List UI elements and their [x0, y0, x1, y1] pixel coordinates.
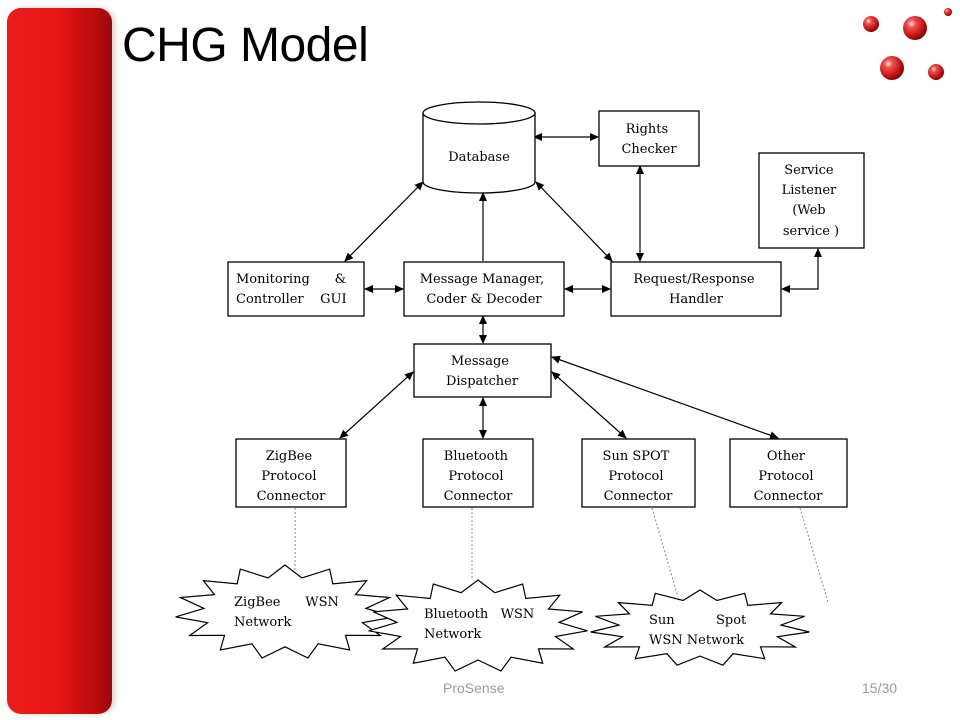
- footer-label: ProSense: [443, 680, 505, 696]
- rights-checker-label-1: Rights: [626, 122, 669, 137]
- message-manager-label-1: Message Manager,: [420, 272, 544, 287]
- red-sidebar-bar: [7, 8, 112, 714]
- other-connector-label-1: Other: [767, 449, 806, 464]
- other-connector-label-2: Protocol: [758, 469, 813, 484]
- message-manager-label-2: Coder & Decoder: [426, 292, 542, 307]
- svg-text:Message Dispatcher: Message Dispatcher: [446, 354, 519, 389]
- zigbee-network-label-2: Network: [234, 615, 291, 630]
- bluetooth-connector-label-2: Protocol: [448, 469, 503, 484]
- message-manager-node: Message Manager, Coder & Decoder: [403, 261, 565, 317]
- service-listener-node: Service Listener (Web service ): [758, 152, 865, 249]
- database-label: Database: [448, 150, 510, 165]
- database-node: Database: [422, 101, 536, 194]
- svg-text:Monitoring & Contro: Monitoring & Controller GUI: [0, 0, 375, 307]
- svg-text:Sun SPOT Protocol: Sun SPOT Protocol Connector: [603, 449, 674, 504]
- service-listener-label-1: Service: [784, 163, 834, 178]
- zigbee-connector-node: ZigBee Protocol Connector: [235, 438, 347, 508]
- sunspot-network-label-2: WSN Network: [649, 633, 744, 648]
- zigbee-network-node: ZigBee WSN Network: [0, 0, 395, 659]
- svg-text:ZigBee Protocol Co: ZigBee Protocol Connector: [257, 449, 327, 504]
- rights-checker-node: Rights Checker: [598, 110, 700, 167]
- sunspot-network-node: Sun Spot WSN Network: [590, 589, 810, 666]
- request-handler-node: Request/Response Handler: [610, 261, 782, 317]
- svg-text:Message Manager, Coder &: Message Manager, Coder & Decoder: [420, 272, 549, 307]
- sunspot-connector-label-2: Protocol: [608, 469, 663, 484]
- other-connector-node: Other Protocol Connector: [729, 438, 848, 508]
- other-connector-label-3: Connector: [754, 489, 824, 504]
- bluetooth-connector-node: Bluetooth Protocol Connector: [422, 438, 534, 508]
- message-dispatcher-label-1: Message: [451, 354, 509, 369]
- svg-text:Other Protocol Con: Other Protocol Connector: [754, 449, 824, 504]
- service-listener-label-3: (Web: [792, 203, 825, 218]
- svg-text:Bluetooth Protocol: Bluetooth Protocol Connector: [444, 449, 514, 504]
- monitoring-gui-label-1: Monitoring &: [236, 272, 346, 287]
- bluetooth-network-label-1: Bluetooth WSN: [424, 607, 534, 622]
- bluetooth-connector-label-1: Bluetooth: [444, 449, 509, 464]
- request-handler-label-1: Request/Response: [633, 272, 754, 287]
- bluetooth-network-node: Bluetooth WSN Network: [368, 579, 588, 672]
- svg-text:Request/Response Handler: Request/Response Handler: [633, 272, 758, 307]
- bluetooth-network-label-2: Network: [424, 627, 481, 642]
- diagram-connections: [339, 133, 822, 440]
- network-links: [294, 507, 829, 603]
- svg-text:ZigBee WSN Network: ZigBee WSN Network: [0, 0, 368, 630]
- sunspot-connector-node: Sun SPOT Protocol Connector: [581, 438, 696, 508]
- sunspot-network-label-1: Sun Spot: [649, 613, 747, 628]
- service-listener-label-2: Listener: [782, 183, 837, 198]
- sunspot-connector-label-1: Sun SPOT: [603, 449, 670, 464]
- zigbee-connector-label-2: Protocol: [261, 469, 316, 484]
- zigbee-connector-label-1: ZigBee: [266, 449, 313, 464]
- svg-text:Service Listener (: Service Listener (Web service ): [782, 163, 841, 239]
- monitoring-gui-label-2: Controller GUI: [236, 292, 347, 307]
- page-number: 15/30: [862, 680, 898, 696]
- svg-text:Bluetooth WSN Network: Bluetooth WSN Network: [424, 607, 534, 642]
- decorative-bubbles-icon: [863, 8, 952, 80]
- rights-checker-label-2: Checker: [621, 142, 677, 157]
- svg-text:Database: Database: [448, 150, 510, 165]
- message-dispatcher-node: Message Dispatcher: [413, 343, 552, 398]
- bluetooth-connector-label-3: Connector: [444, 489, 514, 504]
- svg-text:Sun Spot WSN Ne: Sun Spot WSN Network: [649, 613, 747, 648]
- sunspot-connector-label-3: Connector: [604, 489, 674, 504]
- zigbee-connector-label-3: Connector: [257, 489, 327, 504]
- slide-title: CHG Model: [122, 19, 369, 72]
- zigbee-network-label-1: ZigBee WSN: [234, 595, 339, 610]
- message-dispatcher-label-2: Dispatcher: [446, 374, 519, 389]
- svg-text:Rights Checker: Rights Checker: [621, 122, 677, 157]
- monitoring-gui-node: Monitoring & Controller GUI: [0, 0, 375, 317]
- service-listener-label-4: service ): [783, 224, 839, 239]
- request-handler-label-2: Handler: [669, 292, 724, 307]
